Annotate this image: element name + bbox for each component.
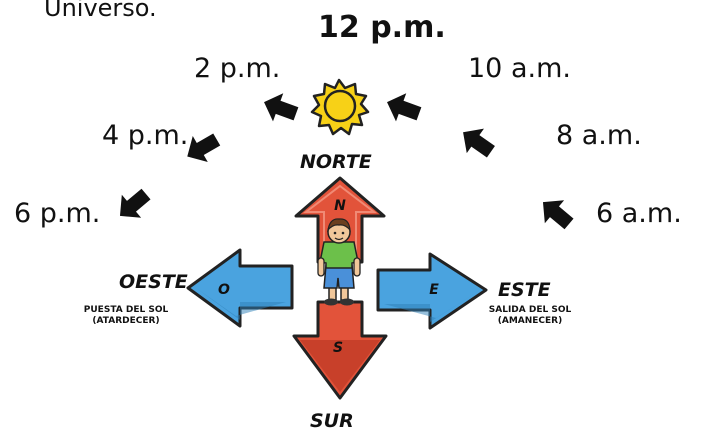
south-arrow: S [292,300,388,400]
sun-icon [310,78,370,136]
arrow-10am-icon [381,88,425,128]
time-label-10am: 10 a.m. [468,53,571,84]
arrow-8am-icon [454,119,500,165]
west-sublabel-line2: (ATARDECER) [92,316,160,326]
time-label-2pm: 2 p.m. [194,53,281,84]
south-letter: S [333,340,343,356]
east-arrow: E [376,252,488,330]
time-label-12pm: 12 p.m. [318,10,446,45]
south-label: SUR [310,410,354,432]
west-sublabel: PUESTA DEL SOL (ATARDECER) [78,305,174,327]
arrow-4pm-icon [179,126,225,170]
east-letter: E [429,282,439,298]
caption-text: Universo. [44,0,157,22]
east-sublabel-line2: (AMANECER) [497,316,563,326]
time-label-6am: 6 a.m. [596,198,682,229]
west-letter: O [218,282,230,298]
west-arrow: O [186,248,294,328]
west-sublabel-line1: PUESTA DEL SOL [83,305,169,315]
west-label: OESTE [119,271,188,293]
east-label: ESTE [498,279,551,301]
north-label: NORTE [300,151,372,173]
east-sublabel-line1: SALIDA DEL SOL [488,305,572,315]
east-sublabel: SALIDA DEL SOL (AMANECER) [482,305,578,327]
time-label-6pm: 6 p.m. [14,198,101,229]
time-label-4pm: 4 p.m. [102,120,189,151]
arrow-6pm-icon [110,182,156,228]
arrow-6am-icon [533,190,579,236]
arrow-2pm-icon [258,88,302,128]
north-letter: N [334,198,346,214]
time-label-8am: 8 a.m. [556,120,642,151]
child-figure [317,218,361,306]
